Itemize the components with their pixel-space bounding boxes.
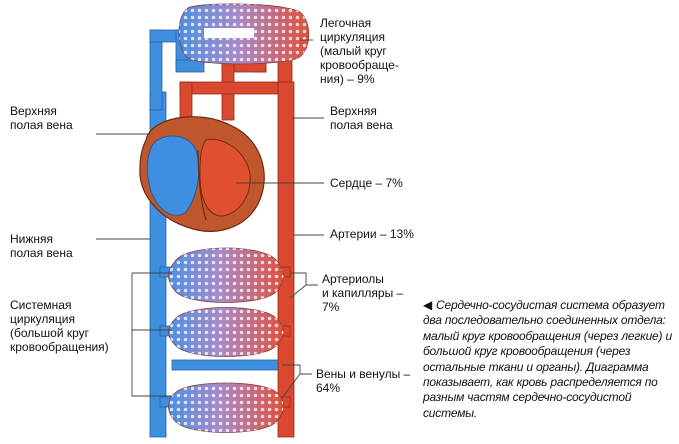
pulmonary-capillary-bed: [178, 3, 310, 65]
systemic-circulation-label: Системная циркуляция (большой круг крово…: [10, 298, 109, 354]
aorta-arch: [179, 81, 293, 95]
descending-artery: [277, 81, 295, 438]
caption-text: Сердечно-сосудистая система образует два…: [423, 298, 672, 420]
heart-label: Сердце – 7%: [330, 176, 403, 190]
systemic-capillary-bed-1: [168, 247, 284, 303]
arterioles-capillaries-label: Артериолы и капилляры – 7%: [322, 272, 404, 314]
pulmonary-circulation-label: Легочная циркуляция (малый круг кровообр…: [320, 16, 399, 86]
veins-venules-label: Вены и венулы – 64%: [316, 367, 411, 395]
venule-connector: [171, 359, 283, 371]
systemic-capillary-bed-2: [168, 307, 284, 357]
inferior-vena-cava-label: Нижняя полая вена: [10, 232, 73, 260]
heart-illustration: [139, 116, 265, 232]
leader-lines: [96, 39, 324, 399]
superior-vena-cava-label-left: Верхняя полая вена: [10, 104, 73, 132]
arterial-vessels: [179, 29, 295, 438]
arteries-label: Артерии – 13%: [330, 227, 414, 241]
figure-caption: ◀Сердечно-сосудистая система образует дв…: [423, 298, 679, 421]
caption-marker-icon: ◀: [423, 298, 433, 312]
systemic-capillary-bed-3: [168, 382, 284, 433]
superior-vena-cava-label-right: Верхняя полая вена: [330, 104, 393, 132]
